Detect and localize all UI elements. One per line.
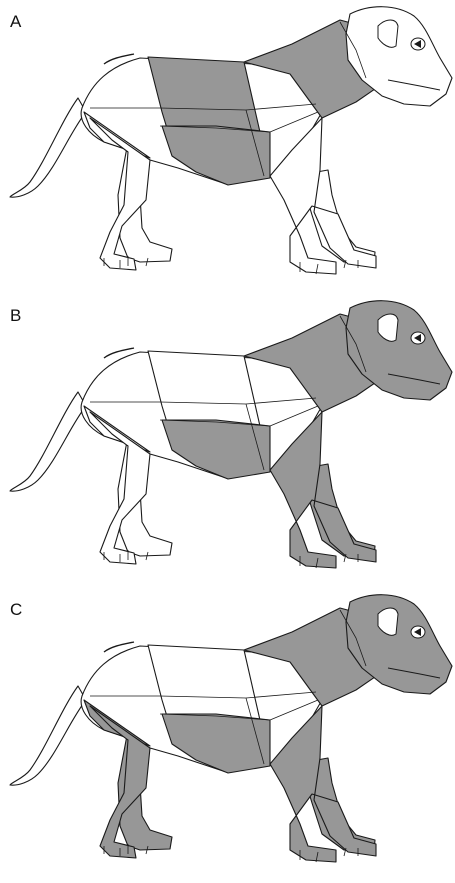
panel-a: A xyxy=(0,0,455,295)
dog-region-tail xyxy=(10,98,86,197)
dog-diagram xyxy=(0,294,455,589)
dog-region-tail xyxy=(10,686,86,785)
dog-region-chest xyxy=(162,126,270,185)
panel-c: C xyxy=(0,588,455,883)
dog-diagram xyxy=(0,0,455,295)
dog-region-chest xyxy=(162,420,270,479)
panel-b: B xyxy=(0,294,455,589)
dog-diagram xyxy=(0,588,455,883)
dog-region-chest xyxy=(162,714,270,773)
dog-region-tail xyxy=(10,392,86,491)
